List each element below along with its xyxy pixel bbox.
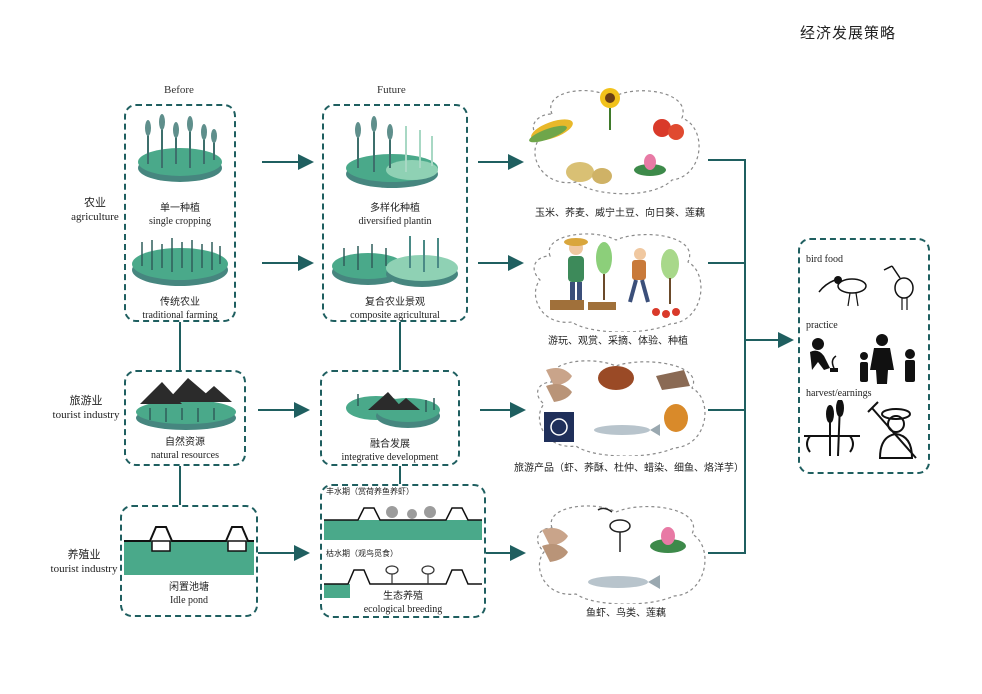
fish-icon — [594, 424, 660, 436]
idle-pond-caption: 闲置池塘 Idle pond — [122, 581, 256, 607]
crane-icon — [597, 507, 631, 552]
output-bracket — [708, 159, 746, 554]
integrative-development-illustration — [346, 392, 440, 428]
caption-cn: 传统农业 — [160, 297, 200, 308]
future-tourism-box: 融合发展 integrative development — [320, 370, 460, 466]
harvest-label: harvest/earnings — [806, 388, 872, 399]
products-caption: 旅游产品（虾、荞酥、杜仲、蜡染、细鱼、烙洋芋） — [514, 463, 744, 474]
wheat-icon — [804, 400, 860, 457]
caption-cn: 融合发展 — [370, 439, 410, 450]
crops-cloud — [529, 88, 700, 195]
traditional-farming-illustration — [132, 238, 228, 286]
caption-en: composite agricultural — [350, 310, 440, 321]
row-label-cn: 农业 — [84, 196, 106, 209]
products-cloud — [536, 360, 706, 456]
composite-agricultural-illustration — [332, 236, 458, 287]
lotus-icon — [650, 527, 686, 553]
single-cropping-caption: 单一种植 single cropping — [126, 202, 234, 228]
ecological-caption: 生态养殖 ecological breeding — [322, 590, 484, 616]
tree-icon — [596, 242, 612, 300]
row-label-agriculture: 农业 agriculture — [60, 196, 130, 224]
sunflower-icon — [600, 88, 620, 130]
future-agriculture-box: 多样化种植 diversified plantin 复合农业景观 composi… — [322, 104, 468, 322]
before-tourism-box: 自然资源 natural resources — [124, 370, 246, 466]
practice-label: practice — [806, 320, 838, 331]
column-header-future: Future — [377, 84, 406, 96]
wet-season-illustration — [324, 506, 482, 540]
caption-en: single cropping — [149, 216, 211, 227]
breeding-cloud — [536, 505, 706, 604]
row-label-en: agriculture — [71, 211, 119, 223]
harvest-icons — [804, 400, 917, 459]
fish-icon — [588, 575, 660, 589]
dry-season-illustration — [324, 565, 482, 598]
wet-season-caption: 丰水期（赏荷养鱼养虾） — [326, 487, 414, 496]
natural-resources-illustration — [136, 378, 236, 430]
before-breeding-box: 闲置池塘 Idle pond — [120, 505, 258, 617]
caption-cn: 复合农业景观 — [365, 297, 425, 308]
caption-cn: 多样化种植 — [370, 203, 420, 214]
diversified-planting-illustration — [346, 116, 438, 188]
tomato-icon — [653, 119, 684, 140]
traditional-farming-caption: 传统农业 traditional farming — [126, 296, 234, 322]
activities-caption: 游玩、观赏、采摘、体验、种植 — [548, 336, 688, 347]
row-label-breeding: 养殖业 tourist industry — [44, 548, 124, 576]
farmer-rake-icon — [867, 401, 917, 459]
before-agriculture-box: 单一种植 single cropping 传统农业 traditional fa… — [124, 104, 236, 322]
future-breeding-box: 丰水期（赏荷养鱼养虾） 枯水期（观鸟觅食） 生态养殖 ecological br… — [320, 484, 486, 618]
row-label-cn: 旅游业 — [69, 394, 103, 407]
caption-en: integrative development — [341, 452, 439, 463]
caption-en: Idle pond — [169, 595, 209, 606]
caption-en: traditional farming — [142, 310, 218, 321]
caption-en: diversified plantin — [358, 216, 432, 227]
caption-en: natural resources — [150, 450, 220, 461]
caption-cn: 生态养殖 — [383, 591, 423, 602]
composite-caption: 复合农业景观 composite agricultural — [324, 296, 466, 322]
benefits-box: bird food practice harvest/earnings — [798, 238, 930, 474]
potato-icon — [566, 162, 612, 184]
bark-icon — [656, 370, 690, 390]
idle-pond-illustration — [124, 526, 254, 575]
integrative-caption: 融合发展 integrative development — [322, 438, 458, 464]
pastry-icon — [598, 366, 634, 390]
shrimp-icon — [546, 368, 572, 402]
row-label-tourism: 旅游业 tourist industry — [46, 394, 126, 422]
caption-cn: 闲置池塘 — [169, 582, 209, 593]
caption-cn: 自然资源 — [165, 437, 205, 448]
crops-caption: 玉米、荞麦、威宁土豆、向日葵、莲藕 — [535, 208, 705, 219]
lotus-icon — [634, 154, 666, 176]
tree-icon — [661, 249, 679, 304]
caption-en: ecological breeding — [363, 604, 443, 615]
bird-food-icons — [818, 265, 914, 310]
gardener-icon — [628, 248, 650, 303]
page-title: 经济发展策略 — [800, 24, 897, 42]
fried-potato-icon — [664, 404, 688, 432]
dry-season-caption: 枯水期（观鸟觅食） — [326, 549, 398, 558]
natural-resources-caption: 自然资源 natural resources — [126, 436, 244, 462]
row-label-en: tourist industry — [50, 563, 118, 575]
row-label-en: tourist industry — [52, 409, 120, 421]
practice-icons — [810, 334, 915, 384]
shrimp-icon — [542, 528, 568, 562]
batik-icon — [544, 412, 574, 442]
corn-icon — [529, 119, 573, 143]
farmer-icon — [564, 238, 588, 300]
family-icon — [860, 334, 915, 384]
activities-cloud — [533, 233, 702, 332]
breeding-output-caption: 鱼虾、鸟类、莲藕 — [586, 608, 666, 619]
row-label-cn: 养殖业 — [67, 548, 101, 561]
sandpiper-icon — [818, 276, 867, 307]
stork-icon — [883, 265, 914, 310]
column-header-before: Before — [164, 84, 194, 96]
bird-food-label: bird food — [806, 254, 843, 265]
caption-cn: 单一种植 — [160, 203, 200, 214]
vegetable-crate-icon — [550, 300, 680, 318]
diversified-caption: 多样化种植 diversified plantin — [324, 202, 466, 228]
single-cropping-illustration — [138, 114, 222, 182]
child-planting-icon — [810, 338, 838, 372]
